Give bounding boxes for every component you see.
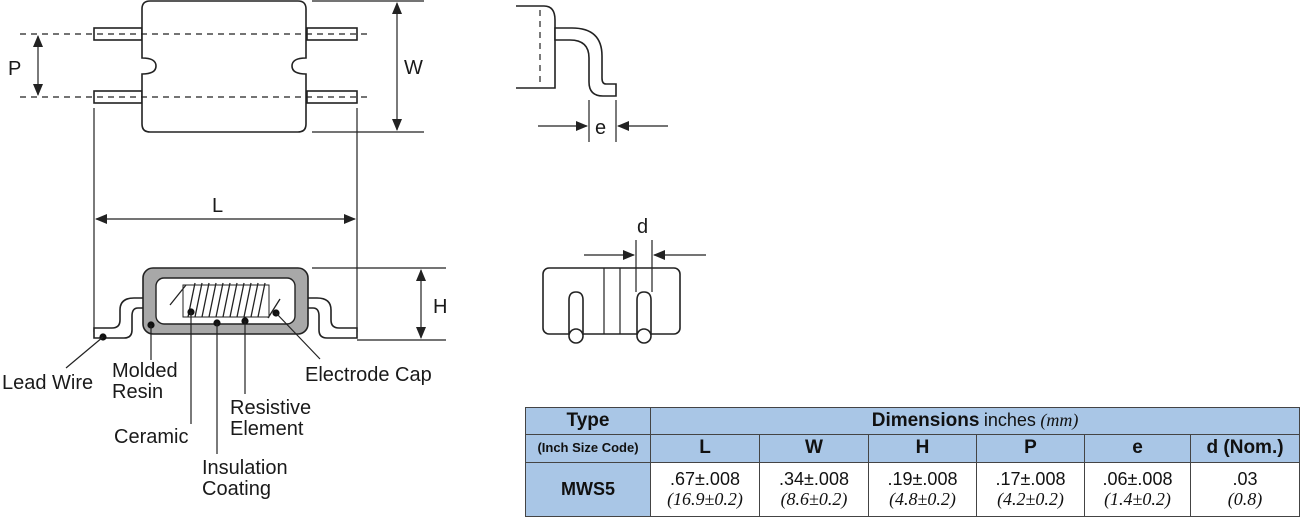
- dim-label-H: H: [433, 296, 447, 318]
- cross-section-view: H: [65, 267, 447, 454]
- top-view-body: [141, 0, 307, 133]
- side-detail-body: [516, 5, 556, 89]
- value-cell-e: .06±.008(1.4±0.2): [1084, 461, 1191, 517]
- end-view-body: [542, 267, 681, 335]
- callout-resistive: Resistive: [230, 397, 311, 419]
- value-cell-P: .17±.008(4.2±0.2): [976, 461, 1085, 517]
- side-detail-lead: [554, 27, 617, 97]
- dim-label-d: d: [637, 216, 648, 238]
- top-view: P W: [8, 0, 424, 133]
- dim-label-W: W: [404, 57, 423, 79]
- end-view: d: [542, 216, 706, 344]
- value-cell-H: .19±.008(4.8±0.2): [868, 461, 977, 517]
- column-header-P: P: [976, 434, 1085, 463]
- dimensions-table: Type Dimensions inches (mm) (Inch Size C…: [525, 406, 1300, 517]
- callout-element: Element: [230, 418, 304, 440]
- column-header-L: L: [650, 434, 760, 463]
- dim-label-L: L: [212, 195, 223, 217]
- resistive-winding: [169, 282, 281, 319]
- callout-electrode-cap: Electrode Cap: [305, 364, 432, 386]
- callout-molded: Molded: [112, 360, 178, 382]
- type-header: Type: [525, 406, 651, 436]
- value-cell-L: .67±.008(16.9±0.2): [650, 461, 760, 517]
- column-header-e: e: [1084, 434, 1191, 463]
- table-row: MWS5 .67±.008(16.9±0.2) .34±.008(8.6±0.2…: [525, 461, 1300, 517]
- column-header-d: d (Nom.): [1189, 434, 1300, 463]
- dimensions-header: Dimensions inches (mm): [649, 406, 1300, 436]
- dim-label-P: P: [8, 58, 21, 80]
- callout-labels: Lead Wire Molded Resin Ceramic Insulatio…: [2, 360, 432, 500]
- end-lead-slot-right: [636, 291, 652, 335]
- lead-wire-right: [304, 297, 358, 339]
- column-header-H: H: [868, 434, 977, 463]
- type-cell: MWS5: [525, 461, 651, 517]
- callout-resin: Resin: [112, 381, 163, 403]
- column-header-W: W: [759, 434, 869, 463]
- lead-wire-left: [93, 297, 147, 339]
- end-lead-right: [636, 328, 652, 344]
- side-detail-view: e: [516, 5, 668, 142]
- callout-coating: Coating: [202, 478, 271, 500]
- callout-lead-wire: Lead Wire: [2, 372, 93, 394]
- value-cell-d: .03(0.8): [1189, 461, 1300, 517]
- value-cell-W: .34±.008(8.6±0.2): [759, 461, 869, 517]
- end-lead-left: [568, 328, 584, 344]
- dim-label-e: e: [595, 117, 606, 139]
- callout-insulation: Insulation: [202, 457, 288, 479]
- callout-ceramic: Ceramic: [114, 426, 188, 448]
- length-dimension: L: [93, 108, 358, 332]
- size-code-header: (Inch Size Code): [525, 434, 651, 463]
- end-lead-slot-left: [568, 291, 584, 335]
